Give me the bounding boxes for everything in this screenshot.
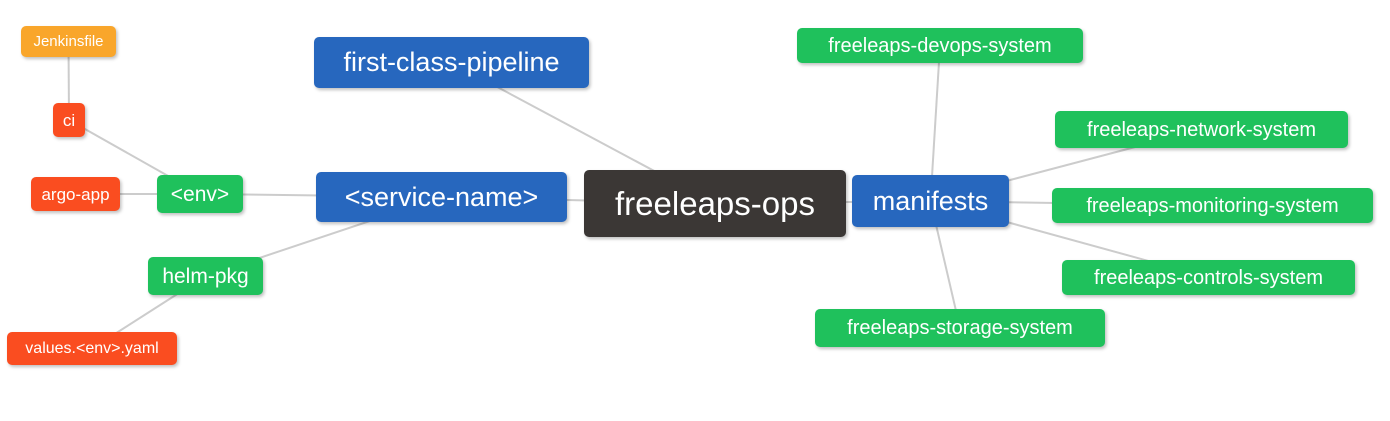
node-jenkinsfile[interactable]: Jenkinsfile	[21, 26, 116, 57]
node-freeleaps-devops-system[interactable]: freeleaps-devops-system	[797, 28, 1083, 63]
node-values-env-yaml[interactable]: values.<env>.yaml	[7, 332, 177, 365]
node-manifests[interactable]: manifests	[852, 175, 1009, 227]
node-helm-pkg[interactable]: helm-pkg	[148, 257, 263, 295]
node-freeleaps-storage-system[interactable]: freeleaps-storage-system	[815, 309, 1105, 347]
node-ci[interactable]: ci	[53, 103, 85, 137]
node-argo-app[interactable]: argo-app	[31, 177, 120, 211]
node-env[interactable]: <env>	[157, 175, 243, 213]
node-freeleaps-network-system[interactable]: freeleaps-network-system	[1055, 111, 1348, 148]
node-freeleaps-ops[interactable]: freeleaps-ops	[584, 170, 846, 237]
node-freeleaps-controls-system[interactable]: freeleaps-controls-system	[1062, 260, 1355, 295]
node-freeleaps-monitoring-system[interactable]: freeleaps-monitoring-system	[1052, 188, 1373, 223]
node-service-name[interactable]: <service-name>	[316, 172, 567, 222]
node-first-class-pipeline[interactable]: first-class-pipeline	[314, 37, 589, 88]
